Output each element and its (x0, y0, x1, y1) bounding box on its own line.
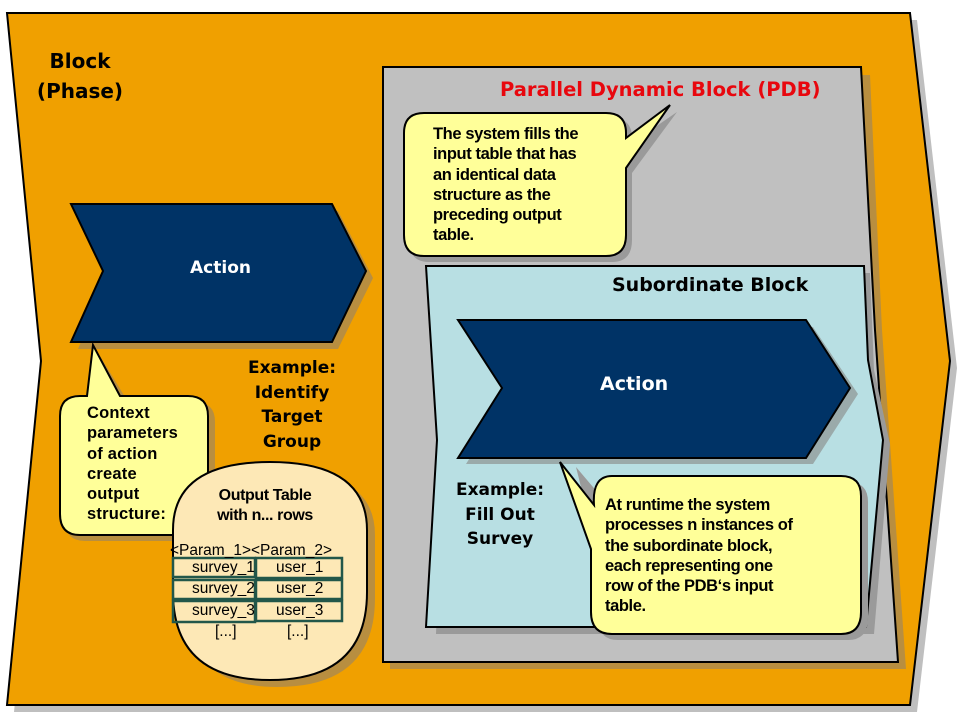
runtime-callout-line: processes n instances of (605, 516, 793, 535)
context-callout (59, 341, 215, 541)
table-cell: survey_1 (192, 559, 255, 576)
phase-action-chevron (69, 203, 373, 349)
subordinate-action-chevron (456, 319, 858, 464)
context-callout-line: create (87, 464, 137, 483)
subordinate-action-shape (456, 319, 852, 459)
context-callout-line: structure: (87, 505, 167, 524)
phase-example-text: Example: Identify Target Group (234, 356, 350, 454)
pdb-callout-line: structure as the (433, 185, 551, 204)
table-col2-row2-cell (254, 578, 344, 601)
table-col2-row3-cell (254, 599, 344, 623)
pdb-callout-line: table. (433, 226, 474, 245)
table-cell: user_3 (276, 602, 324, 619)
phase-action-shape (69, 203, 368, 343)
table-cell: user_1 (276, 559, 324, 576)
table-ellipsis: [...] (287, 623, 309, 640)
phase-block-title-line1: Block (49, 49, 111, 73)
table-col2-row1-cell (254, 556, 344, 580)
phase-example-line: Target (261, 407, 323, 427)
runtime-callout-line: each representing one (605, 556, 773, 575)
runtime-callout-line: row of the PDB‘s input (605, 577, 774, 596)
runtime-callout-text: At runtime the system processes n instan… (605, 495, 855, 617)
pdb-callout (403, 104, 677, 262)
pdb-callout-line: preceding output (433, 206, 562, 225)
runtime-callout-line: At runtime the system (605, 496, 770, 514)
table-cell: survey_3 (192, 602, 255, 619)
table-cell: survey_2 (192, 580, 255, 597)
output-table-header: <Param_1> (170, 542, 251, 559)
context-callout-line: Context (87, 404, 150, 422)
table-cell: user_2 (276, 580, 324, 597)
runtime-callout-line: table. (605, 597, 646, 616)
context-callout-line: parameters (87, 424, 178, 443)
runtime-callout (559, 461, 868, 640)
subordinate-block-title: Subordinate Block (612, 274, 809, 296)
subordinate-example-line: Survey (466, 529, 534, 549)
phase-example-line: Group (262, 431, 322, 452)
phase-block-title-line2: (Phase) (36, 79, 124, 103)
output-table-title-line2: with n... rows (217, 506, 313, 524)
phase-example-line: Example: (247, 358, 337, 378)
pdb-callout-shape (403, 104, 671, 257)
context-callout-line: output (87, 485, 140, 504)
pdb-title: Parallel Dynamic Block (PDB) (500, 78, 821, 101)
output-table-headers: <Param_1><Param_2> (170, 542, 332, 560)
table-ellipsis: [...] (215, 623, 237, 640)
runtime-callout-shape (559, 461, 862, 635)
context-callout-line: of action (87, 444, 158, 463)
subordinate-example-line: Fill Out (465, 504, 535, 525)
phase-example-line: Identify (254, 382, 330, 403)
pdb-callout-line: an identical data (433, 165, 556, 184)
output-table-grid (171, 556, 344, 624)
output-table-header: <Param_2> (251, 542, 332, 559)
subordinate-example-line: Example: (455, 480, 545, 500)
output-table-title-line1: Output Table (218, 487, 312, 504)
context-callout-text: Context parameters of action create outp… (87, 403, 187, 525)
output-table-title: Output Table with n... rows (195, 486, 335, 525)
subordinate-example-text: Example: Fill Out Survey (440, 478, 560, 552)
pdb-callout-text: The system fills the input table that ha… (433, 124, 633, 246)
subordinate-action-label: Action (600, 373, 669, 395)
phase-block-title: Block (Phase) (30, 46, 130, 106)
phase-action-label: Action (190, 258, 251, 278)
pdb-callout-line: input table that has (433, 145, 577, 164)
pdb-callout-line: The system fills the (433, 125, 579, 143)
output-table-shape (172, 460, 368, 682)
runtime-callout-line: the subordinate block, (605, 536, 773, 555)
